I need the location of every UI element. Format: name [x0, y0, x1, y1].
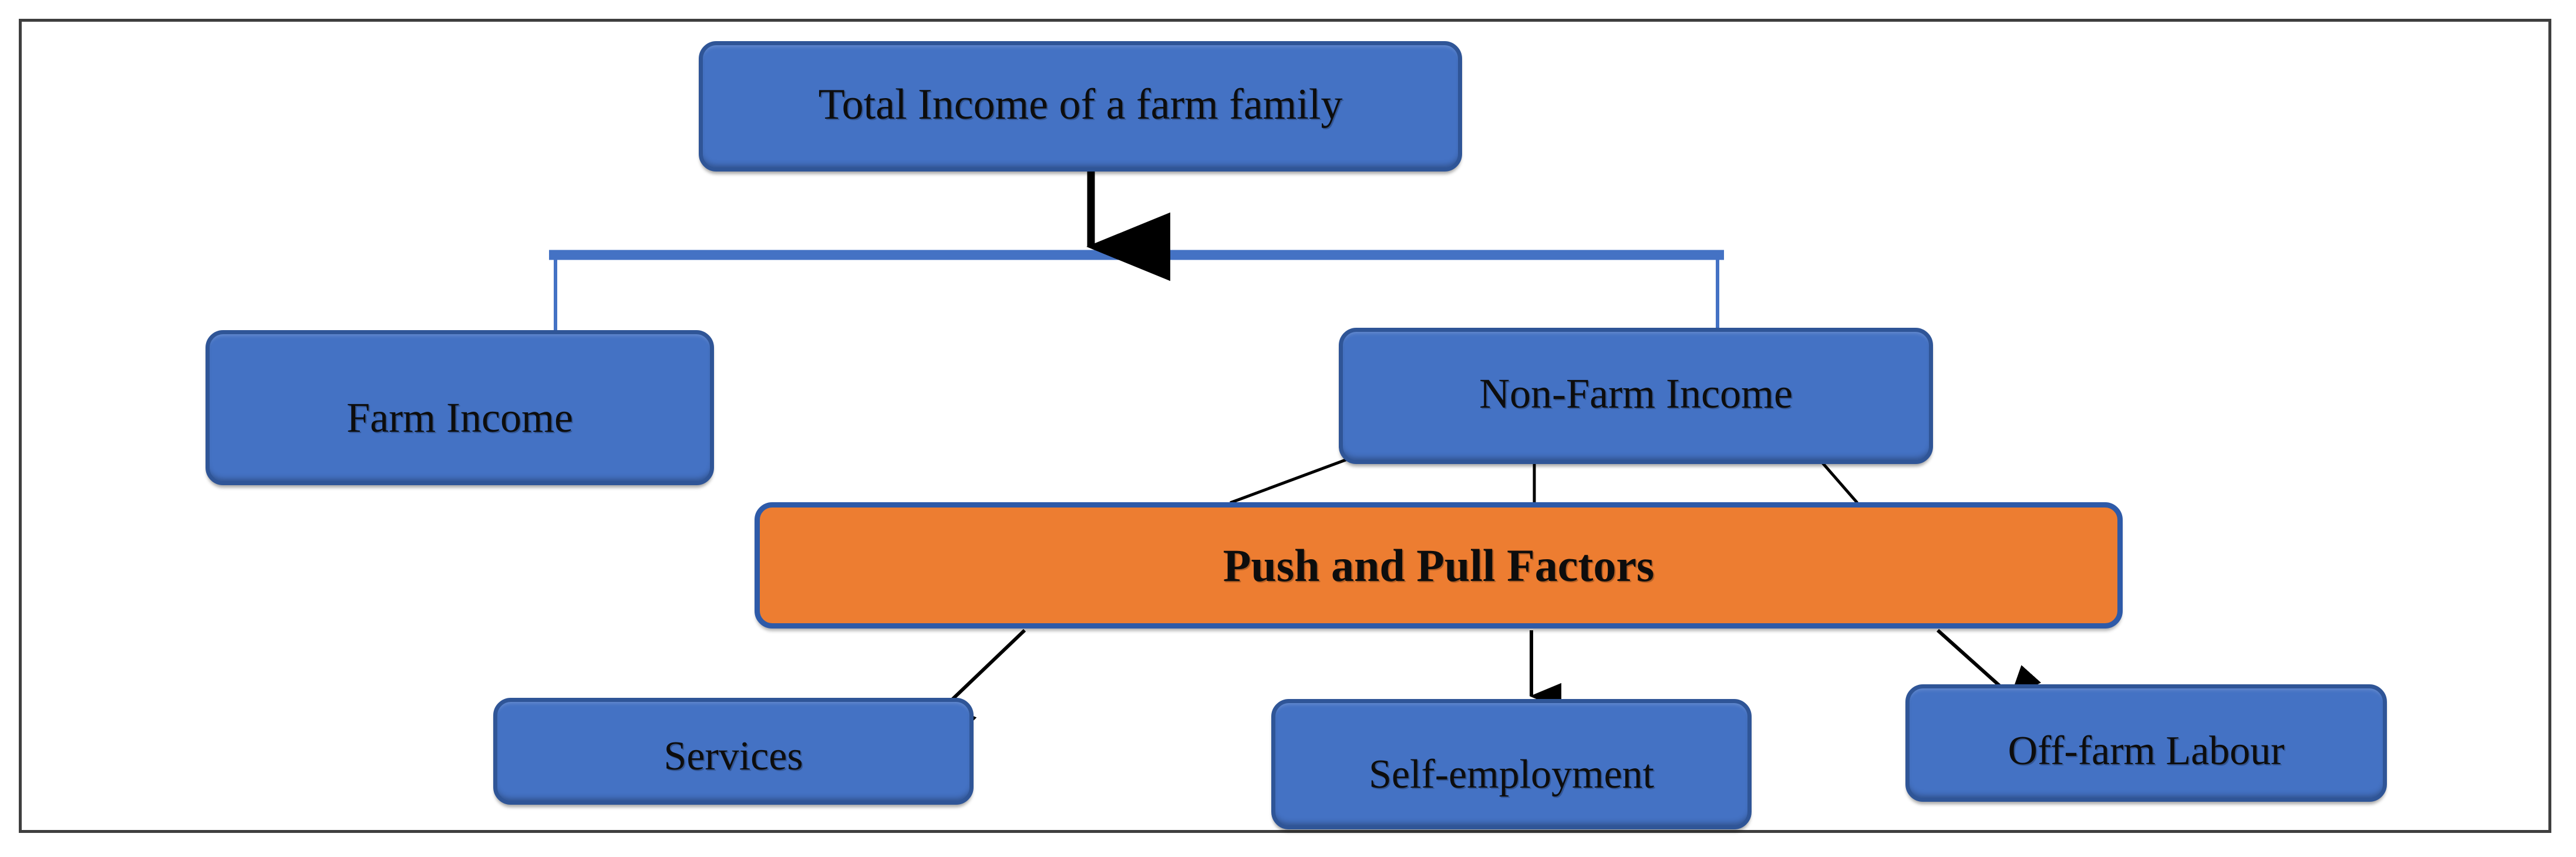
node-nonfarm-income[interactable]: Non-Farm Income [1339, 328, 1933, 464]
node-farm-income[interactable]: Farm Income [206, 330, 714, 485]
node-self-employment-label: Self-employment [1368, 752, 1654, 798]
node-off-farm-labour[interactable]: Off-farm Labour [1905, 684, 2387, 802]
node-services-label: Services [664, 734, 803, 779]
node-push-and-pull-factors[interactable]: Push and Pull Factors [755, 502, 2123, 629]
node-off-farm-labour-label: Off-farm Labour [2008, 728, 2285, 774]
node-total-income-label: Total Income of a farm family [818, 80, 1343, 129]
node-farm-income-label: Farm Income [346, 394, 573, 442]
node-push-and-pull-factors-label: Push and Pull Factors [1223, 539, 1655, 591]
node-total-income[interactable]: Total Income of a farm family [699, 41, 1462, 172]
node-self-employment[interactable]: Self-employment [1271, 699, 1752, 829]
node-services[interactable]: Services [493, 698, 974, 805]
node-nonfarm-income-label: Non-Farm Income [1479, 370, 1793, 418]
